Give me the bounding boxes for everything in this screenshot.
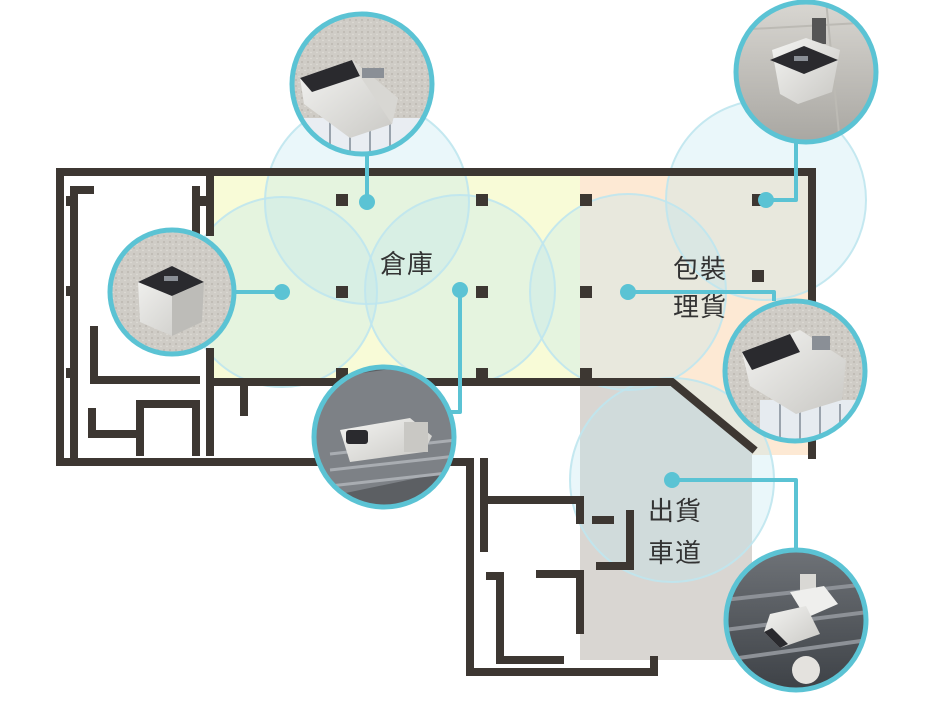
camera-marker[interactable] [359, 194, 375, 210]
camera-marker[interactable] [274, 284, 290, 300]
shipping-label-line1: 出貨 [648, 497, 702, 527]
leader-lines [234, 142, 798, 550]
camera-marker[interactable] [452, 282, 468, 298]
camera-photo-3[interactable] [107, 227, 237, 357]
columns [66, 194, 764, 380]
camera-marker[interactable] [664, 472, 680, 488]
camera-marker[interactable] [758, 192, 774, 208]
camera-photo-6[interactable] [723, 547, 869, 693]
shipping-area [580, 382, 752, 660]
camera-photo-5[interactable] [722, 298, 870, 444]
warehouse-label: 倉庫 [380, 250, 434, 280]
camera-photo-4[interactable] [311, 360, 457, 510]
shipping-label-line2: 車道 [648, 539, 702, 569]
packing-label-line2: 理貨 [673, 293, 727, 323]
camera-photo-1[interactable] [289, 11, 435, 157]
warehouse-area [210, 175, 580, 382]
camera-marker[interactable] [620, 284, 636, 300]
camera-markers [274, 192, 774, 488]
camera-photo-2[interactable] [733, 0, 879, 145]
packing-label-line1: 包裝 [673, 255, 727, 285]
